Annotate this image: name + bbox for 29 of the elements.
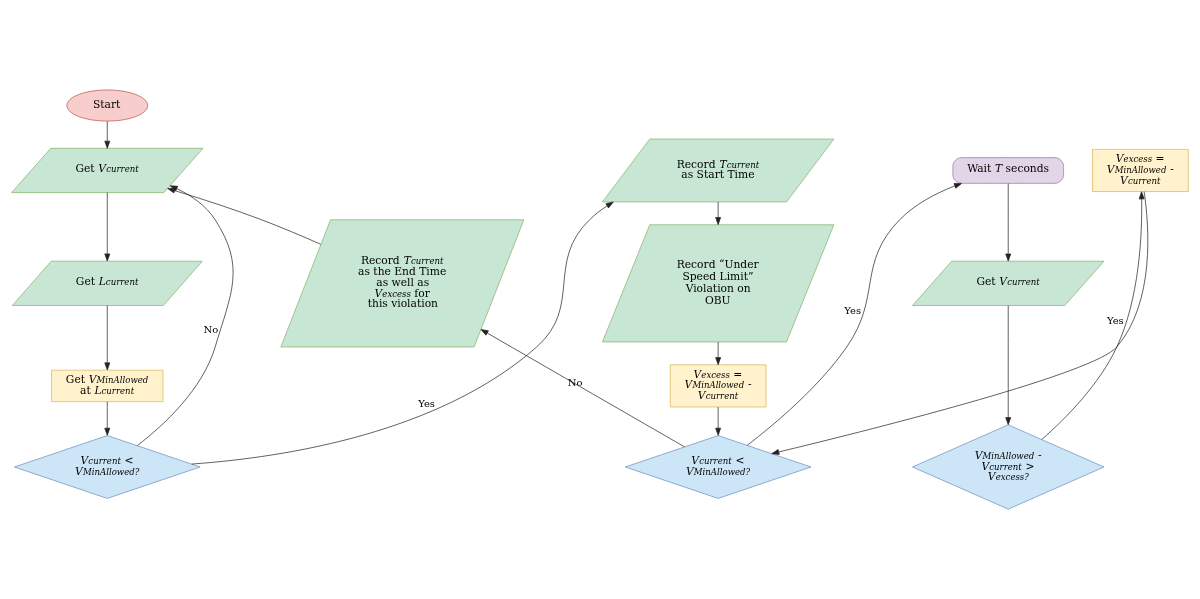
arrow [167, 187, 322, 245]
arrow [136, 185, 234, 446]
arrow [1005, 183, 1012, 262]
arrow [104, 401, 111, 436]
arrow [104, 120, 111, 149]
node-diamond: Vcurrent < VMinAllowed? [14, 435, 201, 499]
edge-label: No [567, 376, 583, 388]
node-box: Vexcess = VMinAllowed - Vcurrent [669, 364, 767, 408]
arrow [715, 341, 721, 366]
node-diamond: Vcurrent < VMinAllowed? [624, 435, 812, 499]
arrow [771, 191, 1149, 455]
arrow [104, 305, 111, 371]
edge-label: Yes [1106, 315, 1124, 327]
node-box: Get VMinAllowed at Lcurrent [51, 369, 164, 402]
arrow [104, 192, 111, 262]
arrow [715, 201, 721, 225]
edge-label: No [203, 324, 219, 336]
arrow [480, 329, 685, 448]
edge-label: Yes [844, 305, 862, 317]
node-box: Wait T seconds [952, 157, 1064, 184]
arrow [715, 406, 721, 436]
node-diamond: VMinAllowed - Vcurrent > Vexcess? [912, 424, 1105, 510]
arrow [191, 201, 614, 465]
edge-label: Yes [418, 397, 436, 409]
node-box: Vexcess = VMinAllowed - Vcurrent [1092, 149, 1189, 192]
node-ellipse: Start [66, 89, 149, 122]
arrow [1005, 305, 1012, 426]
arrow [747, 183, 962, 446]
arrow [1041, 191, 1145, 440]
